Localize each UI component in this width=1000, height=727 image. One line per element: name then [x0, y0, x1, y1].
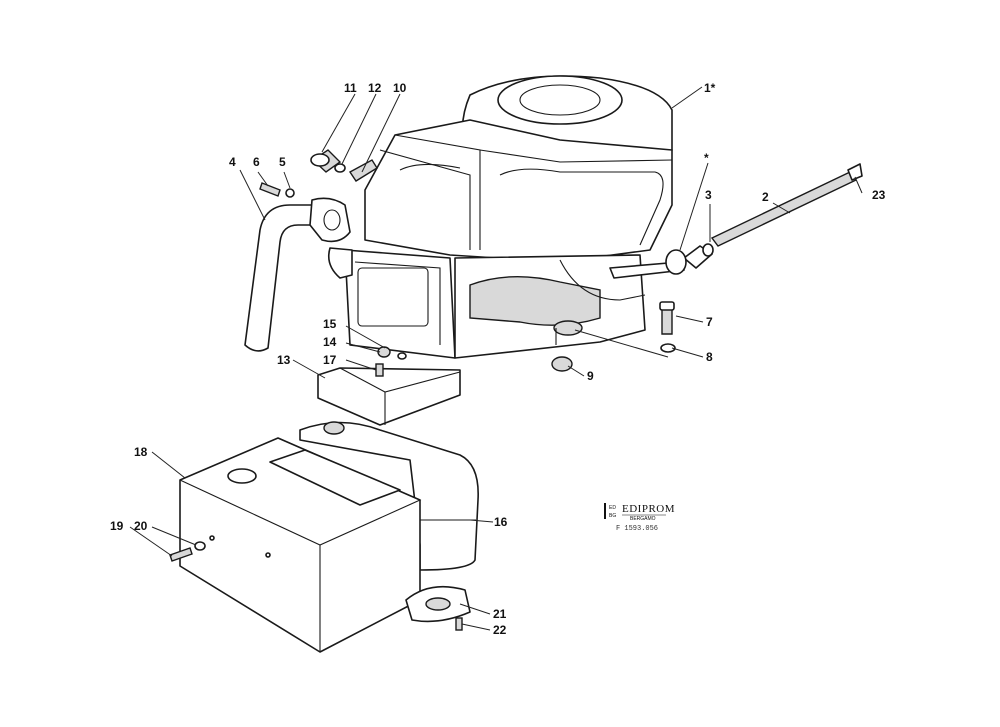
logo-bar [604, 503, 606, 519]
publisher-logo: ED BG EDIPROM BERGAMO F 1593.056 [604, 503, 675, 533]
logo-code: F 1593.056 [616, 525, 658, 533]
muffler [299, 421, 479, 571]
callout-19: 19 [110, 519, 124, 533]
callout-22: 22 [493, 623, 507, 637]
leader-lines [129, 86, 863, 631]
callout-14: 14 [323, 335, 337, 349]
muffler-bracket [317, 346, 461, 426]
logo-mark-bottom: BG [609, 513, 616, 519]
exhaust-pipe [244, 182, 351, 352]
callout-21: 21 [493, 607, 507, 621]
callout-6: 6 [253, 155, 260, 169]
callout-17: 17 [323, 353, 337, 367]
callout-2: 2 [762, 190, 769, 204]
fuel-line [665, 163, 863, 275]
callout-13: 13 [277, 353, 291, 367]
callout-15: 15 [323, 317, 337, 331]
callout-1: 1* [704, 81, 716, 95]
engine-assembly [327, 75, 685, 359]
callout-20: 20 [134, 519, 148, 533]
spark-plug-parts [310, 149, 378, 182]
callout-10: 10 [393, 81, 407, 95]
callout-12: 12 [368, 81, 382, 95]
logo-brand: EDIPROM [622, 503, 675, 515]
callout-18: 18 [134, 445, 148, 459]
callout-11: 11 [344, 81, 357, 95]
callout-4: 4 [229, 155, 236, 169]
callout-3: 3 [705, 188, 712, 202]
callout-5: 5 [279, 155, 286, 169]
callout-8: 8 [706, 350, 713, 364]
mount-hardware [551, 301, 676, 372]
callout-star: * [704, 151, 709, 165]
logo-mark-top: ED [609, 505, 616, 511]
callout-23: 23 [872, 188, 886, 202]
heat-shield [169, 437, 422, 653]
callout-7: 7 [706, 315, 713, 329]
callout-16: 16 [494, 515, 508, 529]
logo-sub: BERGAMO [630, 516, 656, 522]
callout-labels: 1* * 2 3 23 11 12 10 4 6 5 7 8 9 15 14 1… [110, 81, 886, 637]
callout-9: 9 [587, 369, 594, 383]
exhaust-gasket [405, 585, 471, 631]
